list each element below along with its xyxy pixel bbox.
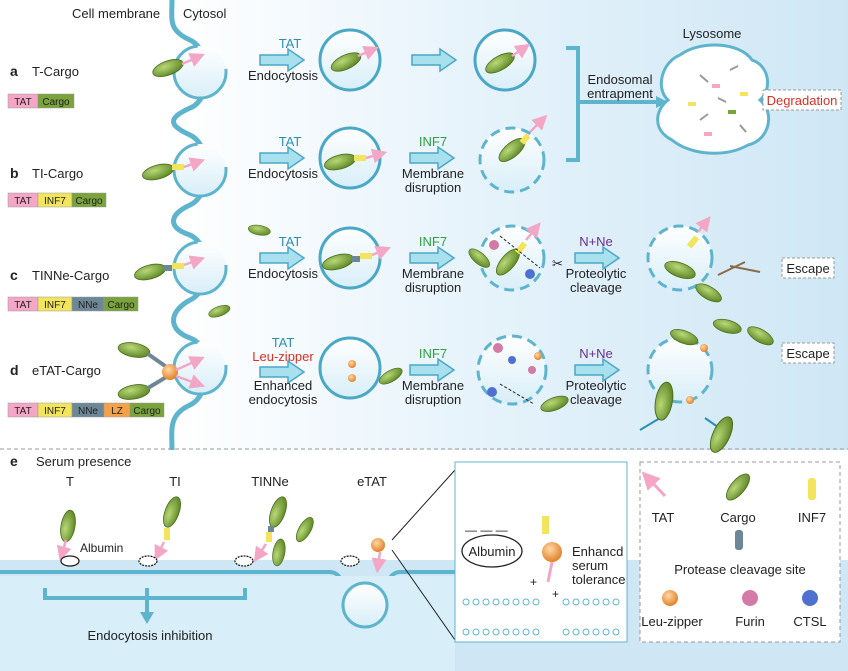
svg-text:Cargo: Cargo bbox=[75, 196, 103, 207]
legend: TAT Cargo INF7 Protease cleavage site Le… bbox=[639, 461, 841, 643]
svg-text:+: + bbox=[552, 587, 559, 601]
svg-text:TAT: TAT bbox=[279, 36, 302, 51]
svg-text:c: c bbox=[10, 267, 18, 283]
svg-text:TAT: TAT bbox=[14, 97, 31, 108]
svg-text:TINNe: TINNe bbox=[251, 474, 289, 489]
cell-membrane-label: Cell membrane bbox=[72, 6, 160, 21]
svg-text:+: + bbox=[530, 575, 537, 589]
svg-text:Membrane: Membrane bbox=[402, 166, 464, 181]
svg-text:TAT: TAT bbox=[14, 300, 31, 311]
svg-text:Membrane: Membrane bbox=[402, 266, 464, 281]
svg-text:Cargo: Cargo bbox=[107, 300, 135, 311]
svg-text:Proteolytic: Proteolytic bbox=[566, 378, 627, 393]
legend-inf7: INF7 bbox=[798, 510, 826, 525]
svg-text:disruption: disruption bbox=[405, 392, 461, 407]
svg-text:— — —: — — — bbox=[465, 523, 508, 537]
svg-text:Albumin: Albumin bbox=[80, 541, 123, 555]
lysosome-label: Lysosome bbox=[683, 26, 742, 41]
legend-cargo: Cargo bbox=[720, 510, 755, 525]
legend-cleavage: Protease cleavage site bbox=[674, 562, 806, 577]
svg-text:N+Ne: N+Ne bbox=[579, 234, 613, 249]
svg-text:TAT: TAT bbox=[279, 134, 302, 149]
svg-text:e: e bbox=[10, 453, 18, 469]
svg-text:serum: serum bbox=[572, 558, 608, 573]
svg-text:Endocytosis: Endocytosis bbox=[248, 266, 319, 281]
construct-bar: TAT INF7 NNe LZ Cargo bbox=[7, 402, 165, 418]
escape-label: Escape bbox=[786, 346, 829, 361]
svg-text:cleavage: cleavage bbox=[570, 280, 622, 295]
svg-text:cleavage: cleavage bbox=[570, 392, 622, 407]
svg-text:b: b bbox=[10, 165, 19, 181]
escape-label: Escape bbox=[786, 261, 829, 276]
svg-text:Endocytosis: Endocytosis bbox=[248, 166, 319, 181]
svg-text:Proteolytic: Proteolytic bbox=[566, 266, 627, 281]
row-letter: a bbox=[10, 63, 18, 79]
construct-bar: TAT INF7 Cargo bbox=[7, 192, 107, 208]
legend-tat: TAT bbox=[652, 510, 675, 525]
svg-text:disruption: disruption bbox=[405, 180, 461, 195]
svg-text:Endosomal: Endosomal bbox=[587, 72, 652, 87]
svg-text:Leu-zipper: Leu-zipper bbox=[252, 349, 314, 364]
svg-text:entrapment: entrapment bbox=[587, 86, 653, 101]
svg-text:TAT: TAT bbox=[272, 335, 295, 350]
svg-text:T: T bbox=[66, 474, 74, 489]
svg-text:Membrane: Membrane bbox=[402, 378, 464, 393]
cytosol-label: Cytosol bbox=[183, 6, 226, 21]
svg-text:TAT: TAT bbox=[279, 234, 302, 249]
row-b: b TI-Cargo TAT INF7 Cargo TAT Endocytosi… bbox=[7, 114, 548, 208]
svg-text:eTAT: eTAT bbox=[357, 474, 387, 489]
svg-text:NNe: NNe bbox=[78, 300, 98, 311]
svg-text:endocytosis: endocytosis bbox=[249, 392, 318, 407]
svg-text:Enhanced: Enhanced bbox=[254, 378, 313, 393]
lysosome bbox=[656, 43, 770, 155]
svg-text:INF7: INF7 bbox=[44, 406, 66, 417]
svg-text:Albumin: Albumin bbox=[469, 544, 516, 559]
svg-text:tolerance: tolerance bbox=[572, 572, 625, 587]
svg-text:TAT: TAT bbox=[14, 196, 31, 207]
svg-text:disruption: disruption bbox=[405, 280, 461, 295]
construct-bar: TAT Cargo bbox=[7, 93, 75, 109]
svg-text:Endocytosis: Endocytosis bbox=[248, 68, 319, 83]
row-d: d eTAT-Cargo TAT INF7 NNe LZ Cargo TAT L… bbox=[7, 223, 835, 433]
row-a: a T-Cargo TAT Cargo TAT Endocytosis bbox=[7, 28, 537, 109]
svg-text:Cargo: Cargo bbox=[133, 406, 161, 417]
svg-text:✂: ✂ bbox=[552, 256, 563, 271]
svg-text:TAT: TAT bbox=[14, 406, 31, 417]
legend-lz: Leu-zipper bbox=[641, 614, 703, 629]
degradation-label: Degradation bbox=[767, 93, 838, 108]
svg-text:INF7: INF7 bbox=[44, 300, 66, 311]
svg-text:LZ: LZ bbox=[111, 406, 123, 417]
svg-text:INF7: INF7 bbox=[44, 196, 66, 207]
svg-text:d: d bbox=[10, 362, 19, 378]
svg-text:Cargo: Cargo bbox=[42, 97, 70, 108]
svg-text:INF7: INF7 bbox=[419, 134, 447, 149]
svg-text:eTAT-Cargo: eTAT-Cargo bbox=[32, 363, 101, 378]
inhibition-label: Endocytosis inhibition bbox=[87, 628, 212, 643]
svg-text:TI-Cargo: TI-Cargo bbox=[32, 166, 83, 181]
svg-text:TINNe-Cargo: TINNe-Cargo bbox=[32, 268, 109, 283]
svg-text:INF7: INF7 bbox=[419, 346, 447, 361]
construct-bar: TAT INF7 NNe Cargo bbox=[7, 296, 139, 312]
svg-text:TI: TI bbox=[169, 474, 181, 489]
svg-text:Enhancd: Enhancd bbox=[572, 544, 623, 559]
construct-name: T-Cargo bbox=[32, 64, 79, 79]
row-c: c TINNe-Cargo TAT INF7 NNe Cargo TAT End… bbox=[7, 216, 835, 312]
svg-text:INF7: INF7 bbox=[419, 234, 447, 249]
panel-e: e Serum presence T TI TINNe eTAT Albumin bbox=[0, 380, 738, 671]
svg-text:N+Ne: N+Ne bbox=[579, 346, 613, 361]
svg-text:NNe: NNe bbox=[78, 406, 98, 417]
panel-e-title: Serum presence bbox=[36, 454, 131, 469]
legend-ctsl: CTSL bbox=[793, 614, 826, 629]
legend-furin: Furin bbox=[735, 614, 765, 629]
